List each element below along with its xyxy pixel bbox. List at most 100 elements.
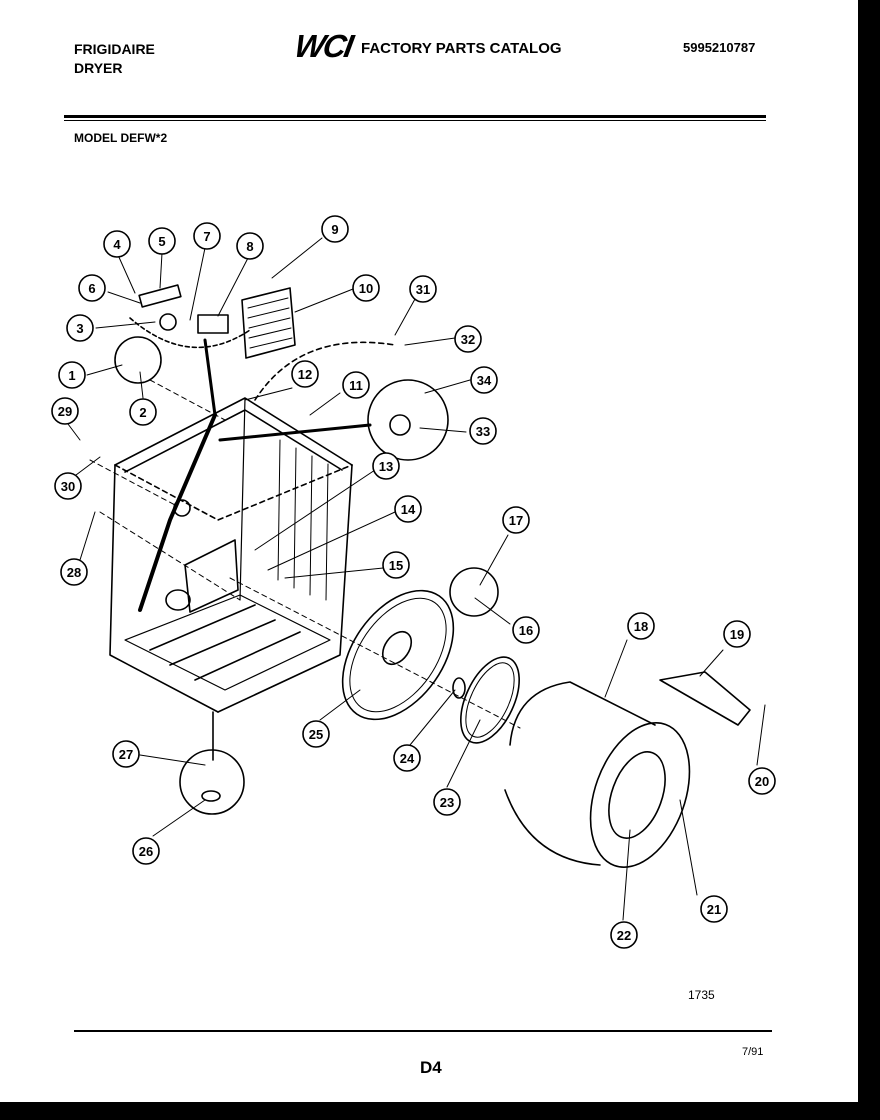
product-type: DRYER: [74, 60, 123, 76]
callout-number: 11: [349, 378, 363, 393]
cabinet-drawing: [109, 397, 353, 761]
callout-27: 27: [112, 740, 140, 768]
cabinet-vent: [165, 589, 191, 611]
callout-number: 22: [617, 928, 631, 943]
cabinet-base: [124, 594, 331, 691]
callout-balloon: [54, 472, 82, 500]
callout-number: 13: [379, 459, 393, 474]
callout-balloon: [112, 740, 140, 768]
callout-12: 12: [291, 360, 319, 388]
cabinet-floor-rail-1: [149, 604, 256, 651]
cabinet-back-corner: [239, 397, 246, 601]
part-24-bearing: [452, 677, 466, 699]
callout-number: 16: [519, 623, 533, 638]
callout-number: 26: [139, 844, 153, 859]
header-rule-thin: [64, 120, 766, 121]
callout-number: 3: [76, 321, 83, 336]
callout-number: 25: [309, 727, 323, 742]
callout-24: 24: [393, 744, 421, 772]
callout-number: 5: [158, 234, 165, 249]
callout-number: 15: [389, 558, 403, 573]
part-33-bubble: [367, 379, 449, 461]
callout-21: 21: [700, 895, 728, 923]
callout-34: 34: [470, 366, 498, 394]
part-5-bracket: [138, 284, 182, 308]
callout-balloon: [394, 495, 422, 523]
callout-18: 18: [627, 612, 655, 640]
part-25-bulkhead: [341, 589, 455, 721]
callout-balloon: [372, 452, 400, 480]
callout-balloon: [342, 371, 370, 399]
footer-rule: [74, 1030, 772, 1032]
callout-22: 22: [610, 921, 638, 949]
callout-10: 10: [352, 274, 380, 302]
callout-number: 21: [707, 902, 721, 917]
part-33-motor: [389, 414, 411, 436]
callout-number: 4: [113, 237, 121, 252]
callout-28: 28: [60, 558, 88, 586]
callout-number: 1: [68, 368, 75, 383]
callout-number: 17: [509, 513, 523, 528]
callout-balloon: [66, 314, 94, 342]
callout-number: 7: [203, 229, 210, 244]
callout-11: 11: [342, 371, 370, 399]
callout-number: 6: [88, 281, 95, 296]
callout-8: 8: [236, 232, 264, 260]
callout-balloon: [78, 274, 106, 302]
cabinet-floor-rail-2: [169, 619, 276, 666]
callout-7: 7: [193, 222, 221, 250]
callout-balloon: [302, 720, 330, 748]
callout-balloon: [470, 366, 498, 394]
callout-4: 4: [103, 230, 131, 258]
part-3-fitting: [159, 313, 177, 331]
exploded-parts-diagram: 1234567891011121314151617181920212223242…: [51, 215, 776, 949]
catalog-part-number: 5995210787: [683, 40, 756, 55]
callout-balloon: [382, 551, 410, 579]
catalog-page: FRIGIDAIRE DRYER WCI FACTORY PARTS CATAL…: [0, 0, 858, 1102]
callout-balloon: [58, 361, 86, 389]
callout-number: 31: [416, 282, 430, 297]
callout-number: 33: [476, 424, 490, 439]
revision-date: 7/91: [742, 1046, 764, 1058]
part-8-block: [197, 314, 229, 334]
callout-30: 30: [54, 472, 82, 500]
callout-25: 25: [302, 720, 330, 748]
callout-balloon: [321, 215, 349, 243]
cabinet-window: [184, 539, 239, 613]
callout-number: 20: [755, 774, 769, 789]
callout-balloon: [748, 767, 776, 795]
callout-29: 29: [51, 397, 79, 425]
part-25-hub: [381, 630, 413, 666]
brand-block: FRIGIDAIRE DRYER: [74, 40, 155, 78]
leader-detail: [203, 338, 217, 417]
callout-balloon: [610, 921, 638, 949]
callout-balloon: [60, 558, 88, 586]
callout-balloon: [103, 230, 131, 258]
callout-balloon: [512, 616, 540, 644]
cabinet-floor-rail-3: [194, 631, 301, 681]
leader-lines: [64, 237, 766, 921]
callout-balloon: [469, 417, 497, 445]
callout-14: 14: [394, 495, 422, 523]
diagram-number: 1735: [688, 988, 715, 1002]
cabinet-bearing: [173, 499, 191, 517]
callout-33: 33: [469, 417, 497, 445]
callout-number: 12: [298, 367, 312, 382]
cabinet-brace: [138, 413, 217, 612]
callout-number: 19: [730, 627, 744, 642]
part-26-bubble: [179, 749, 245, 815]
callout-23: 23: [433, 788, 461, 816]
part-1-bubble: [114, 336, 162, 384]
callout-balloon: [129, 398, 157, 426]
callout-number: 27: [119, 747, 133, 762]
detail-bubble-top: [129, 317, 251, 349]
callout-balloon: [454, 325, 482, 353]
callout-1: 1: [58, 361, 86, 389]
callout-balloon: [627, 612, 655, 640]
part-23-seal-inner: [465, 662, 515, 738]
callout-balloon: [132, 837, 160, 865]
callout-balloon: [502, 506, 530, 534]
callout-number: 23: [440, 795, 454, 810]
callout-16: 16: [512, 616, 540, 644]
